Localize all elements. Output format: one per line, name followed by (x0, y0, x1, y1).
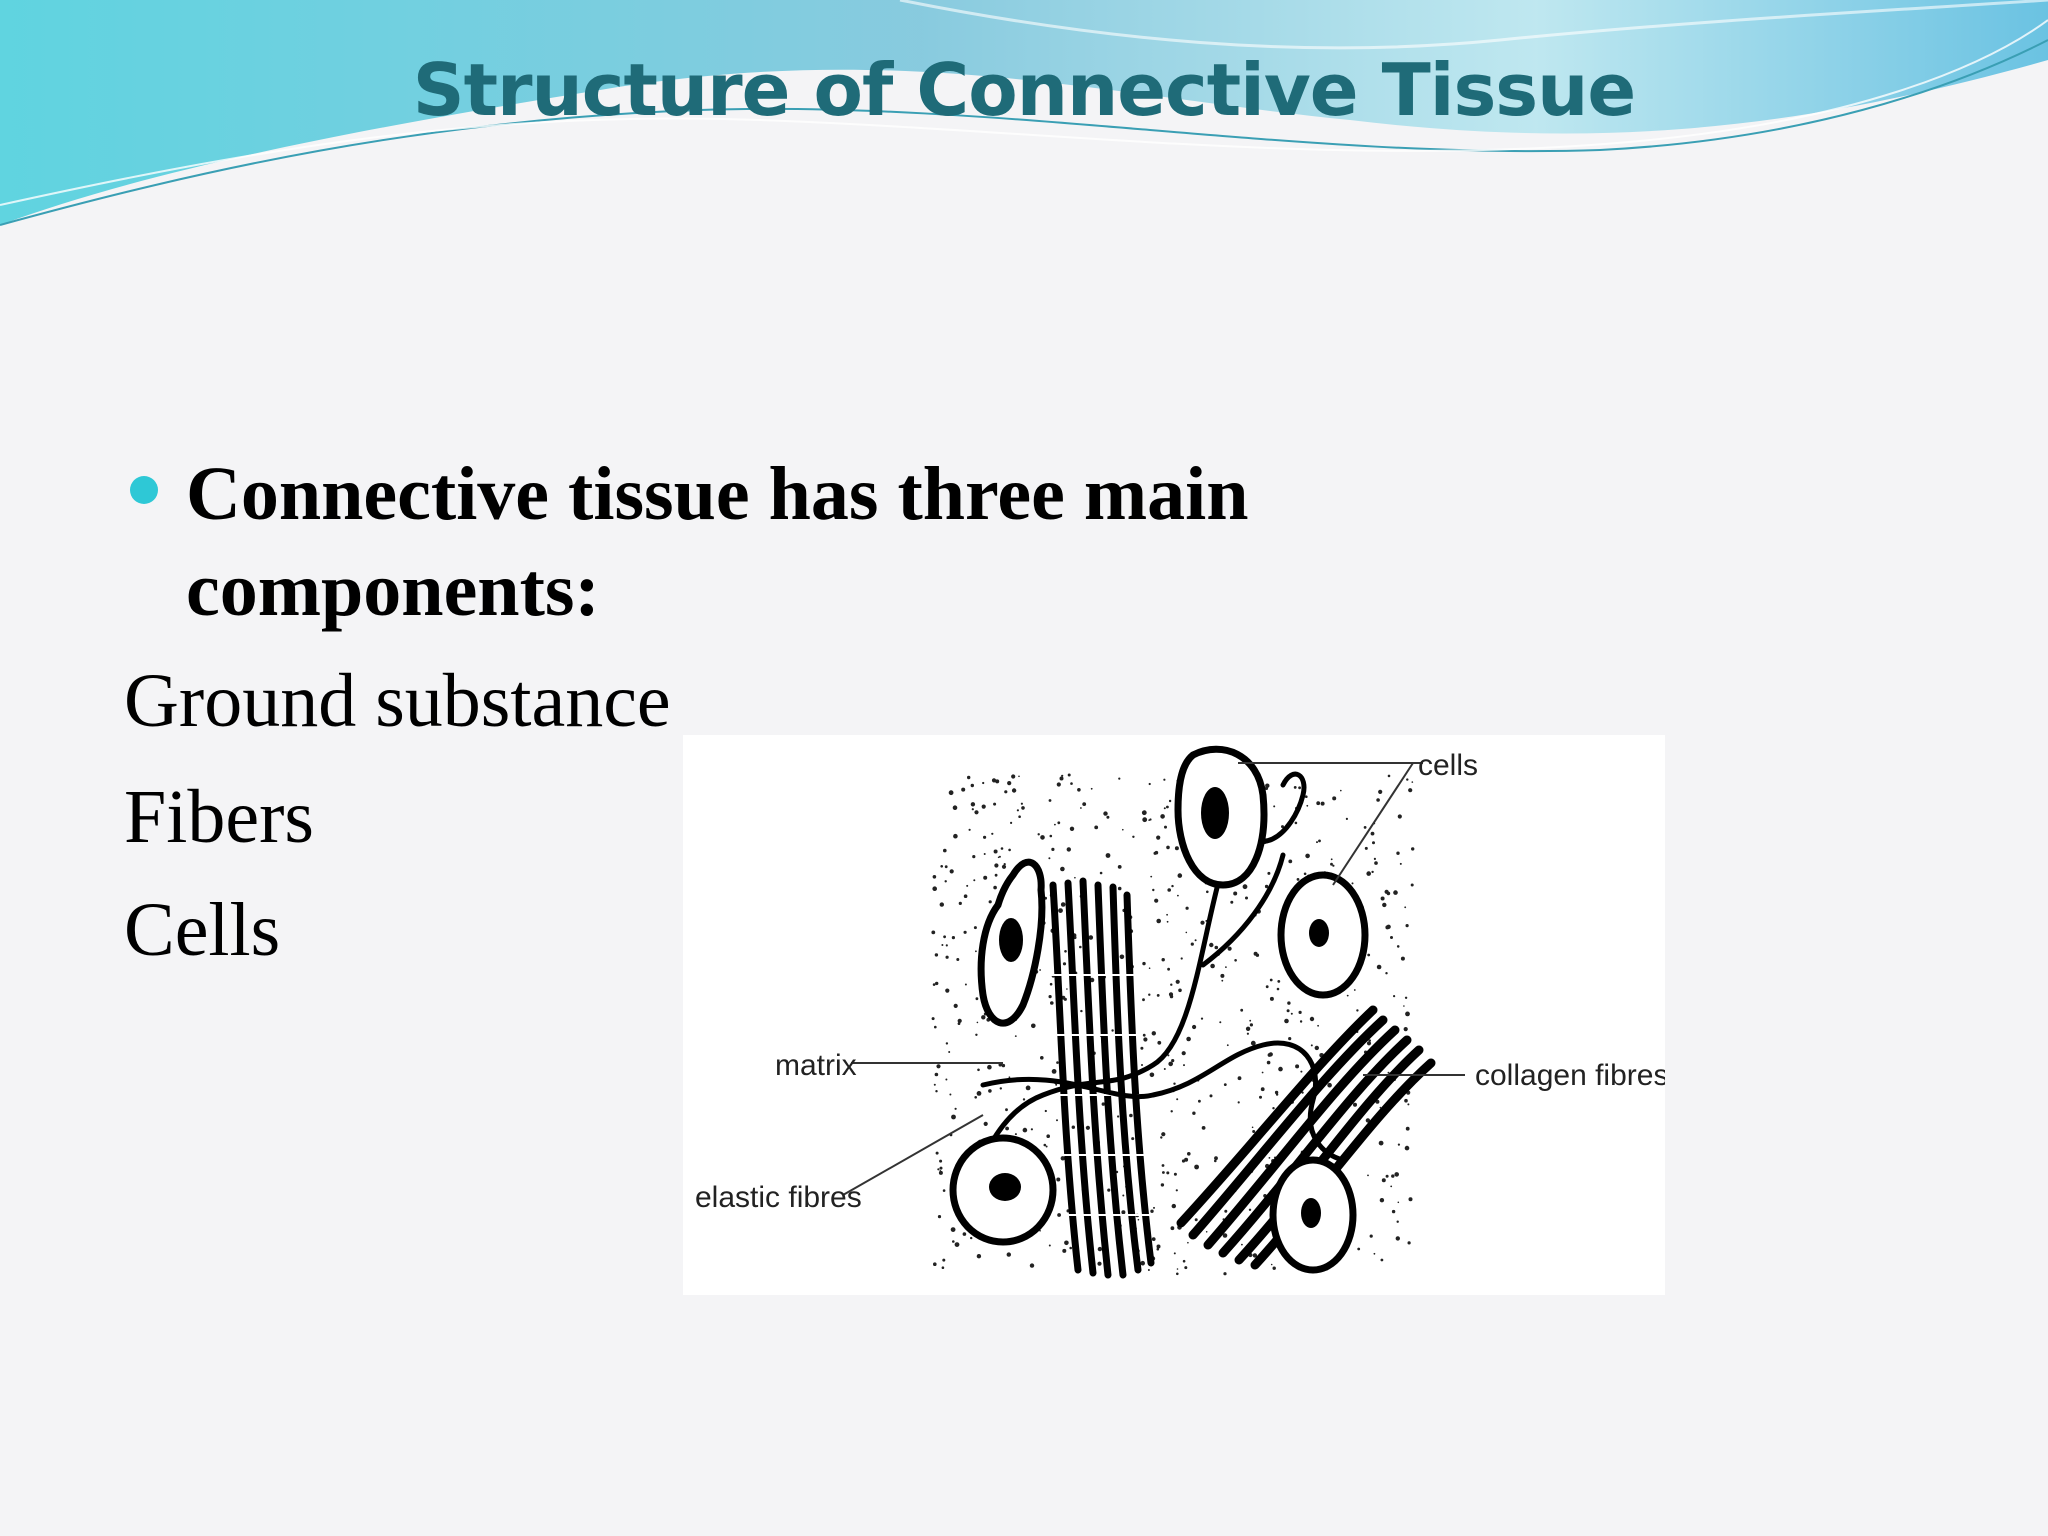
elastic-fibres (970, 771, 1346, 1188)
slide-title: Structure of Connective Tissue (412, 48, 1637, 132)
component-cells: Cells (124, 888, 281, 972)
cell-nuclei (989, 787, 1329, 1228)
label-matrix: matrix (775, 1049, 857, 1082)
header-wave-decoration (0, 0, 2048, 226)
bullet-text: Connective tissue has three main compone… (186, 452, 1249, 632)
label-cells: cells (1418, 749, 1478, 782)
component-fibers: Fibers (124, 775, 314, 859)
diagram-drawing: cells matrix collagen fibres elastic fib… (695, 745, 1665, 1279)
connective-tissue-diagram: cells matrix collagen fibres elastic fib… (683, 735, 1665, 1295)
vertical-collagen-bundle (1049, 877, 1155, 1279)
component-ground-substance: Ground substance (124, 659, 671, 743)
bullet-icon (130, 476, 158, 504)
label-elastic-fibres: elastic fibres (695, 1181, 862, 1214)
leader-lines (842, 762, 1465, 1196)
label-collagen-fibres: collagen fibres (1475, 1059, 1665, 1092)
